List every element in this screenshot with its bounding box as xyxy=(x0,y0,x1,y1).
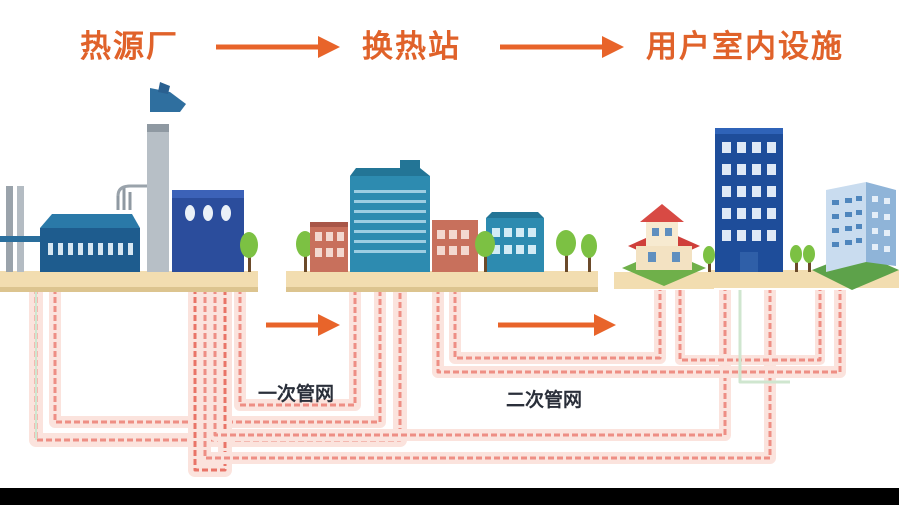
bottom-black-bar xyxy=(0,488,899,505)
label-secondary-pipe-network: 二次管网 xyxy=(506,389,583,411)
title-heat-source: 热源厂 xyxy=(80,29,179,65)
flow-arrow-source-to-station xyxy=(216,36,340,58)
flow-arrow-primary xyxy=(266,314,340,336)
title-user-indoor-facilities: 用户室内设施 xyxy=(646,29,844,65)
heat-exchange-station xyxy=(296,160,597,272)
label-primary-pipe-network: 一次管网 xyxy=(258,383,335,405)
user-buildings xyxy=(622,128,899,290)
title-heat-exchange-station: 换热站 xyxy=(362,29,461,65)
flow-arrow-station-to-user xyxy=(500,36,624,58)
ground-plates xyxy=(0,270,899,292)
secondary-pipe-network xyxy=(432,288,846,384)
flow-arrow-secondary xyxy=(498,314,616,336)
heat-source-plant xyxy=(0,82,258,272)
